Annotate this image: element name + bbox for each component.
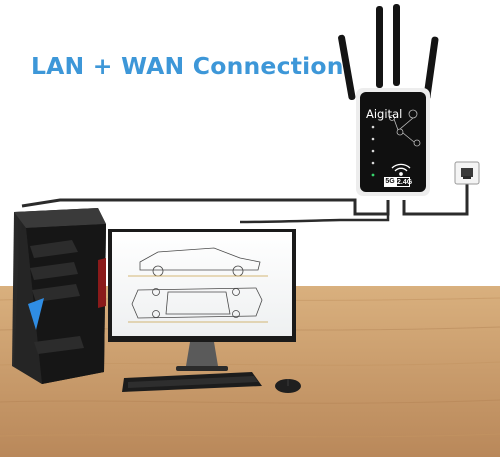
wall-ethernet-jack bbox=[454, 161, 480, 185]
monitor bbox=[108, 229, 296, 371]
lan-cable bbox=[21, 198, 390, 224]
wan-icon bbox=[371, 137, 375, 141]
wps-icon bbox=[371, 149, 375, 153]
band-badge-5g: 5G bbox=[384, 177, 396, 187]
band-badge-24g: 2.4G bbox=[396, 177, 413, 187]
power-indicator bbox=[28, 298, 44, 330]
keyboard bbox=[122, 372, 262, 392]
router-antennas bbox=[338, 4, 439, 101]
power-icon bbox=[371, 173, 375, 177]
led-column bbox=[371, 125, 375, 177]
mouse bbox=[275, 379, 301, 393]
router-brand-logo: Aigital bbox=[366, 107, 403, 121]
pc-tower bbox=[12, 208, 106, 384]
car-blueprint bbox=[128, 247, 268, 323]
wifi-icon bbox=[391, 163, 411, 176]
wan-cable bbox=[402, 180, 469, 216]
headline-title: LAN + WAN Connection bbox=[31, 52, 344, 80]
lan-icon bbox=[371, 125, 375, 129]
router-body bbox=[356, 88, 430, 196]
wlan-icon bbox=[371, 161, 375, 165]
